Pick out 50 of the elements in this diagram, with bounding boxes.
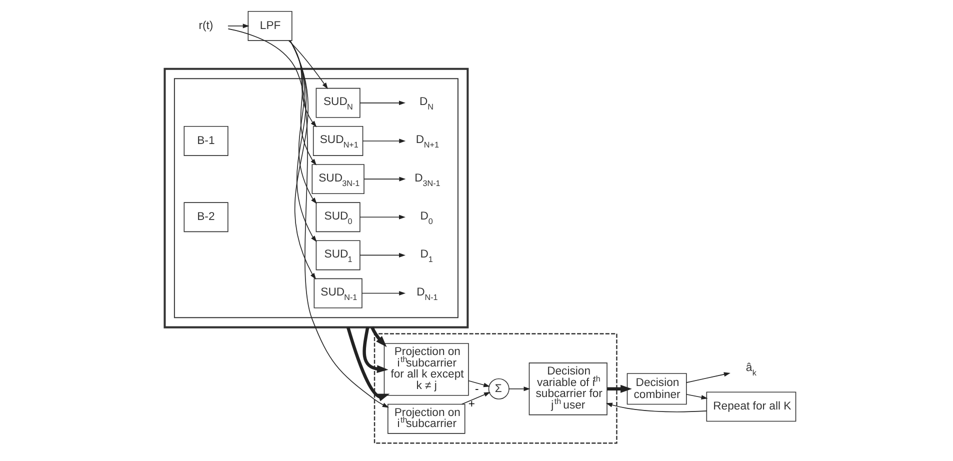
arrow (370, 326, 386, 348)
node-text: D$_{1}$ (420, 248, 432, 264)
node-box: SUD$_{1}$ (315, 240, 360, 270)
node-text: D$_{N+1}$ (415, 134, 439, 150)
node-box: Repeat for all K (706, 392, 796, 422)
edge-label: - (474, 384, 478, 396)
cluster (373, 333, 617, 444)
node-text: â$_{k}$ (745, 362, 756, 378)
arrow (227, 28, 388, 408)
node-text: D$_{0}$ (420, 210, 432, 226)
arrow (606, 384, 632, 393)
node-box: Projection on i$^{th}$subcarrier (387, 404, 465, 434)
arrow (361, 291, 406, 296)
arrow (468, 380, 490, 388)
arrow (363, 176, 406, 182)
node-circle: Σ (488, 378, 509, 400)
node-box: SUD$_{3N-1}$ (311, 164, 364, 194)
arrow (359, 252, 405, 258)
node-box: SUD$_{0}$ (315, 202, 360, 232)
node-text: D$_{N-1}$ (416, 286, 438, 302)
arrow (605, 402, 706, 412)
node-box: B-2 (183, 202, 228, 232)
node-text: D$_{3N-1}$ (414, 172, 440, 188)
arrow (686, 394, 708, 400)
node-box: SUD$_{N}$ (315, 88, 360, 118)
node-text: r(t) (198, 20, 213, 32)
node-box: SUD$_{N+1}$ (312, 126, 363, 156)
arrow (288, 40, 316, 242)
arrow (359, 214, 405, 220)
node-box: Projection on i$^{th}$subcarrier for all k except k ≠ j (383, 343, 468, 396)
arrow (288, 40, 316, 166)
arrow (288, 40, 328, 90)
arrow (359, 100, 405, 106)
arrow (346, 326, 390, 402)
node-box: B-1 (183, 126, 228, 156)
arrow (288, 40, 316, 128)
node-box: Decision combiner (626, 373, 686, 405)
arrow (362, 327, 388, 374)
node-text: D$_{N}$ (418, 96, 433, 112)
arrow (288, 40, 316, 204)
node-box: SUD$_{N-1}$ (313, 278, 362, 308)
arrow (686, 372, 730, 383)
arrow (460, 392, 490, 405)
arrow (362, 138, 406, 144)
arrow (227, 24, 249, 28)
node-box: Decision variable of i$^{th}$ subcarrier for j$^{th}$ user (528, 362, 607, 416)
node-box: LPF (247, 10, 292, 41)
arrow (289, 40, 316, 280)
arrow (508, 386, 530, 392)
edge-label: + (468, 398, 475, 410)
